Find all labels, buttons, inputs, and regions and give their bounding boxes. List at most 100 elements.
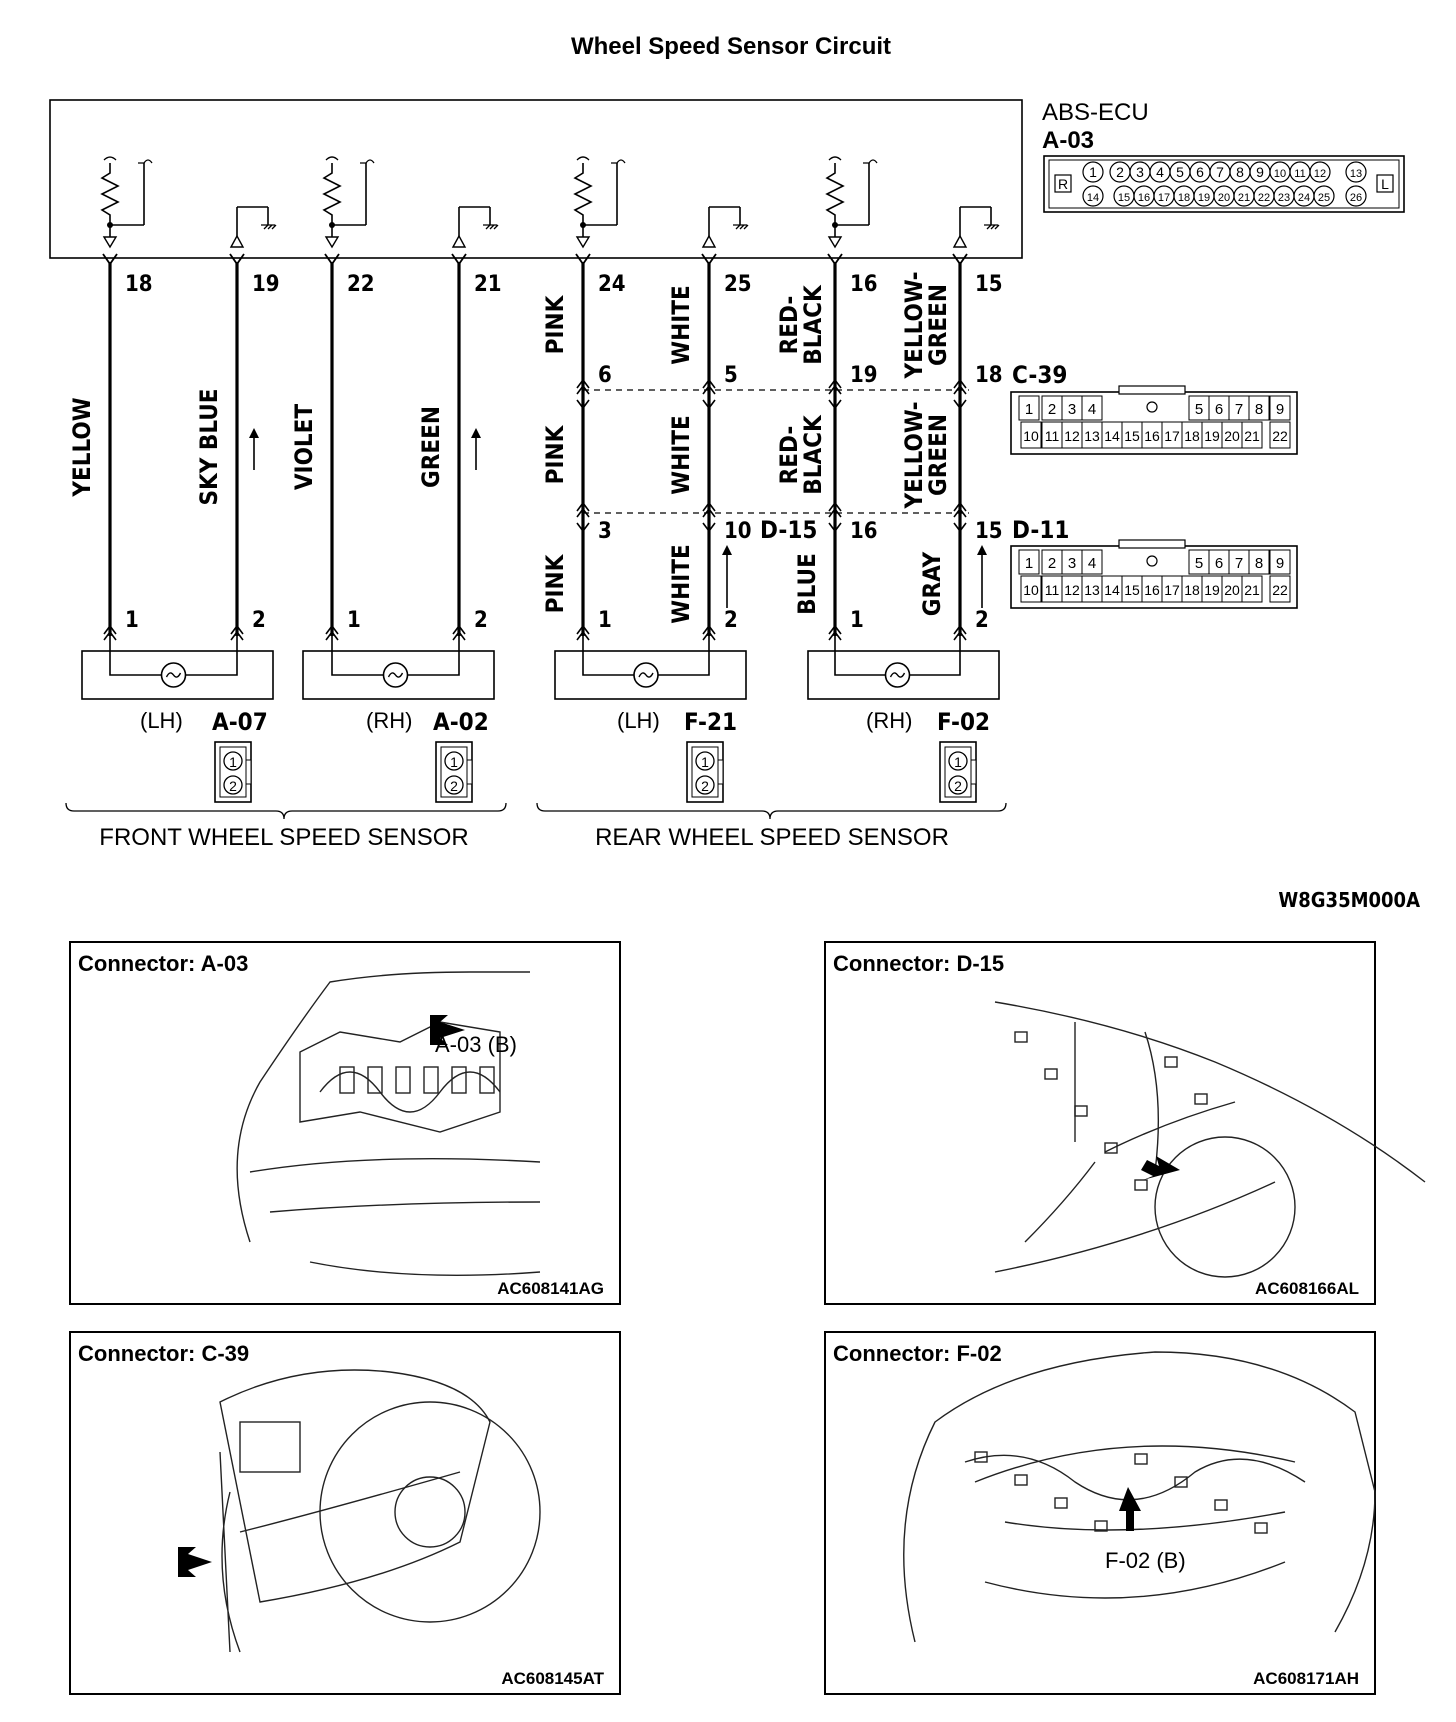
ecu-pin-number: 18 [125, 272, 153, 297]
sensor-pin-number: 1 [850, 608, 864, 633]
ecu-ground-circuit [952, 206, 1000, 248]
ecu-input-circuit [322, 156, 375, 249]
ecu-input-circuit [100, 156, 153, 249]
pullup-resistor [825, 163, 845, 225]
sensor-side-label: (LH) [140, 708, 183, 733]
signal-arrow-head [249, 428, 259, 438]
connector-pin-number: 25 [1318, 192, 1330, 204]
supply-mark [325, 156, 339, 161]
connector-pin-number: 16 [1144, 582, 1160, 598]
sensor-connector-pin [444, 775, 464, 795]
connector-pin-number: 9 [1276, 401, 1284, 418]
connector-pin-number: 13 [1084, 428, 1100, 444]
sensor-pin-number: 2 [724, 608, 738, 633]
sensor-connector-pin [948, 775, 968, 795]
connector-pin-number: 11 [1045, 582, 1060, 598]
connector-pin-number: 1 [1025, 401, 1033, 418]
connector-latch [1118, 385, 1186, 395]
output-triangle [952, 234, 968, 248]
panel-image-code: AC608166AL [1255, 1279, 1359, 1298]
ac-wave-icon [165, 672, 182, 678]
sensor-box [81, 650, 274, 700]
input-triangle [827, 236, 843, 249]
connector-cell [1269, 421, 1291, 449]
connector-pin-number: 3 [1136, 164, 1144, 180]
junction-terminal [576, 399, 590, 410]
sensor-connector-pin [695, 751, 715, 771]
harness-connector [1014, 1031, 1028, 1043]
connector-pin-number: 18 [1184, 582, 1200, 598]
connector-latch [1118, 539, 1186, 549]
ecu-pin-number: 24 [598, 272, 626, 297]
connector-pin-number: 14 [1104, 582, 1120, 598]
wire-color-text: WHITE [667, 415, 695, 494]
connector-pin-number: 19 [1198, 192, 1210, 204]
sensor-connector-pin [695, 775, 715, 795]
connector-pin-number: 6 [1196, 164, 1204, 180]
junction-terminal [953, 378, 967, 395]
connector-pin-number: 2 [1048, 401, 1056, 418]
wire-color-label: VIOLET [290, 404, 318, 491]
rear-group-label: REAR WHEEL SPEED SENSOR [595, 824, 949, 851]
input-triangle [102, 236, 118, 249]
connector-cell [1241, 575, 1263, 603]
panel-callout: A-03 (B) [435, 1032, 517, 1057]
sensor-connector-label: F-21 [684, 708, 737, 736]
wire-color-text: YELLOW- [900, 401, 928, 509]
connector-cell [1018, 549, 1040, 575]
connector-pin-number: 19 [1204, 428, 1220, 444]
sense-mark [863, 159, 878, 164]
harness-connector [1104, 1142, 1118, 1154]
wire-bottom-terminal [953, 624, 967, 641]
ecu-pin-number: 16 [850, 272, 878, 297]
wire-color-label: RED-BLACK [775, 414, 827, 495]
wire-color-text: GRAY [918, 551, 946, 616]
connector-cell [1269, 575, 1291, 603]
panel-frame [69, 1331, 621, 1695]
wire-bottom-terminal [103, 624, 117, 641]
ground-symbol [483, 224, 499, 230]
connector-pin-number: 20 [1218, 192, 1230, 204]
connector-pin-number: 17 [1164, 582, 1180, 598]
wire-color-label: YELLOW-GREEN [900, 401, 952, 509]
connector-tag: L [1381, 176, 1389, 192]
sensor-connector-latch [717, 759, 724, 785]
connector-pin-number: 6 [1215, 555, 1223, 572]
connector-pin [1082, 185, 1104, 207]
wire-color-label: BLUE [793, 553, 821, 615]
connector-pin-number: 14 [1087, 192, 1099, 204]
connector-pin-number: 17 [1158, 192, 1170, 204]
wire-color-text: GREEN [924, 414, 952, 496]
trunk-lines [974, 1445, 1296, 1599]
sensor-connector-label: A-02 [433, 708, 489, 736]
harness-connector [1214, 1499, 1228, 1511]
engine-component [367, 1066, 383, 1094]
sensor-pin-number: 1 [125, 608, 139, 633]
wire-color-label: WHITE [667, 285, 695, 364]
wire-color-text: YELLOW- [900, 271, 928, 379]
connector-pin-number: 3 [1068, 401, 1076, 418]
wire-color-text: GREEN [924, 284, 952, 366]
wiring-harness [994, 1101, 1276, 1273]
sensor-connector-pin [948, 751, 968, 771]
engine-bay [299, 1021, 501, 1133]
engine-component [451, 1066, 467, 1094]
wire-top-terminal [575, 253, 591, 266]
d15-pin-number: 16 [850, 519, 878, 544]
ecu-name: ABS-ECU [1042, 99, 1149, 126]
pullup-resistor [573, 163, 593, 225]
connector-tag-box [1054, 174, 1072, 193]
wire-color-text: WHITE [667, 285, 695, 364]
connector-pin-number: 18 [1178, 192, 1190, 204]
wire-color-label: WHITE [667, 544, 695, 623]
junction-terminal [576, 378, 590, 395]
wiring-harness [964, 1454, 1306, 1501]
connector-pin-number: 20 [1224, 428, 1240, 444]
connector-pin-number: 26 [1350, 192, 1362, 204]
connector-pin-number: 12 [1314, 168, 1326, 180]
sensor-connector-pin-number: 1 [229, 754, 237, 770]
location-arrow [1119, 1487, 1141, 1531]
